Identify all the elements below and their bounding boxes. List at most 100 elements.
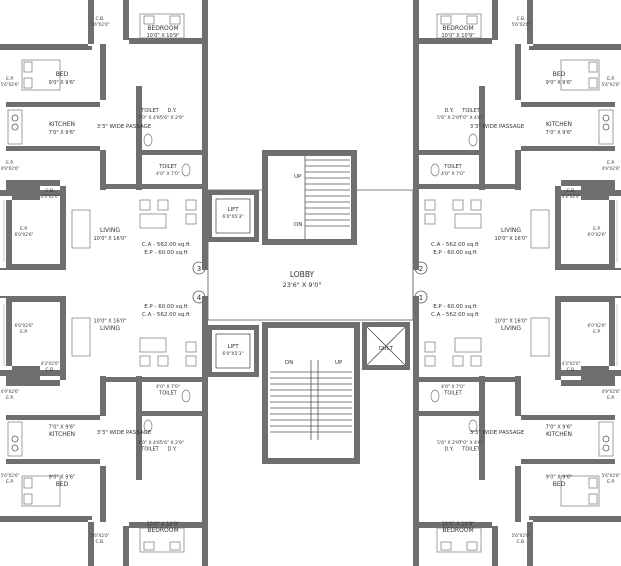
unit-1-marker: 1	[419, 294, 423, 302]
svg-text:C.B.: C.B.	[566, 367, 575, 373]
lift-lower-label: LIFT	[227, 344, 239, 350]
unit-4: BEDROOM 10'0" X 10'9" BED 9'0" X 9'6" KI…	[0, 296, 208, 566]
svg-text:5'6"X2'6": 5'6"X2'6"	[602, 82, 621, 87]
upper-stair: UP DN	[262, 150, 357, 245]
svg-text:D.Y.: D.Y.	[167, 447, 176, 453]
svg-text:6'0"X2'6": 6'0"X2'6"	[15, 323, 34, 328]
svg-text:E.P - 60.00 sq.ft: E.P - 60.00 sq.ft	[433, 304, 477, 310]
svg-text:E.P.: E.P.	[6, 479, 14, 485]
duct-label: DUCT	[379, 346, 394, 352]
stair-dn-label-lower: DN	[285, 360, 293, 366]
svg-text:E.P.: E.P.	[20, 329, 28, 335]
svg-text:5'6"X2'6": 5'6"X2'6"	[602, 473, 621, 478]
svg-text:BED: BED	[553, 481, 566, 488]
svg-text:E.P - 60.00 sq.ft: E.P - 60.00 sq.ft	[433, 250, 477, 256]
lift-upper-size: 6'0"X5'3"	[222, 214, 243, 220]
svg-text:7'0" X 9'6": 7'0" X 9'6"	[546, 130, 573, 136]
svg-text:5'6"X2'6": 5'6"X2'6"	[1, 473, 20, 478]
svg-text:9'0" X 9'6": 9'0" X 9'6"	[546, 475, 573, 481]
svg-text:C.B.: C.B.	[95, 539, 104, 545]
lower-stair-treads	[270, 360, 352, 440]
svg-text:E.P.: E.P.	[607, 395, 615, 401]
svg-text:3'3" WIDE PASSAGE: 3'3" WIDE PASSAGE	[470, 430, 525, 436]
svg-text:D.Y.: D.Y.	[444, 447, 453, 453]
svg-text:C.A - 562.00 sq.ft: C.A - 562.00 sq.ft	[142, 312, 191, 318]
svg-text:4'0" X 7'0": 4'0" X 7'0"	[441, 171, 465, 177]
svg-text:4'9"X2'6": 4'9"X2'6"	[1, 389, 20, 394]
svg-text:TOILET: TOILET	[158, 391, 177, 397]
svg-text:BED: BED	[553, 71, 566, 78]
svg-text:TOILET: TOILET	[443, 164, 462, 170]
svg-text:E.P.: E.P.	[593, 226, 601, 232]
svg-text:10'0" X 10'9": 10'0" X 10'9"	[441, 33, 474, 39]
svg-text:E.P.: E.P.	[607, 76, 615, 82]
svg-text:BEDROOM: BEDROOM	[442, 527, 473, 534]
svg-text:7'0" X 4'6": 7'0" X 4'6"	[459, 115, 483, 121]
core: UP DN DN UP LIFT 6'	[192, 150, 428, 464]
svg-text:LIVING: LIVING	[501, 325, 521, 332]
svg-text:C.B.: C.B.	[516, 539, 525, 545]
upper-stair-floor	[268, 156, 351, 239]
svg-text:C.B.: C.B.	[516, 16, 525, 22]
svg-text:10'0" X 16'0": 10'0" X 16'0"	[494, 319, 527, 325]
svg-text:7'0" X 9'6": 7'0" X 9'6"	[546, 425, 573, 431]
svg-text:4'3"X2'0": 4'3"X2'0"	[562, 194, 581, 199]
svg-text:5'6"X2'0": 5'6"X2'0"	[512, 22, 531, 27]
lobby-size: 23'6" X 9'0"	[283, 281, 322, 289]
svg-text:5'6"X2'0": 5'6"X2'0"	[512, 533, 531, 538]
svg-text:5'6" X 2'9": 5'6" X 2'9"	[437, 115, 461, 121]
svg-text:3'3" WIDE PASSAGE: 3'3" WIDE PASSAGE	[97, 430, 152, 436]
svg-text:5'6" X 2'9": 5'6" X 2'9"	[160, 440, 184, 446]
unit-3-marker: 3	[197, 265, 201, 273]
svg-text:E.P.: E.P.	[593, 329, 601, 335]
svg-text:6'0"X2'6": 6'0"X2'6"	[588, 232, 607, 237]
svg-text:5'6"X2'0": 5'6"X2'0"	[91, 533, 110, 538]
svg-text:4'0" X 7'0": 4'0" X 7'0"	[156, 384, 180, 390]
svg-text:TOILET: TOILET	[461, 108, 480, 114]
svg-text:4'3"X2'0": 4'3"X2'0"	[562, 361, 581, 366]
svg-text:E.P.: E.P.	[6, 395, 14, 401]
unit-3	[0, 0, 209, 271]
svg-text:4'0" X 7'0": 4'0" X 7'0"	[441, 384, 465, 390]
svg-text:10'0" X 16'0": 10'0" X 16'0"	[93, 319, 126, 325]
svg-text:KITCHEN: KITCHEN	[546, 121, 572, 128]
svg-text:9'0" X 9'6": 9'0" X 9'6"	[49, 475, 76, 481]
unit-2-marker: 2	[419, 265, 423, 273]
upper-stair-treads	[304, 156, 350, 239]
svg-text:C.B.: C.B.	[566, 188, 575, 194]
svg-text:7'0" X 4'6": 7'0" X 4'6"	[138, 440, 162, 446]
svg-text:10'0" X 10'9": 10'0" X 10'9"	[146, 522, 179, 528]
svg-text:BEDROOM: BEDROOM	[442, 25, 473, 32]
lift-lower-size: 6'0"X5'3"	[222, 351, 243, 357]
lift-upper-label: LIFT	[227, 207, 239, 213]
svg-text:10'0" X 16'0": 10'0" X 16'0"	[494, 236, 527, 242]
stair-dn-label: DN	[294, 222, 302, 228]
svg-text:3'3" WIDE PASSAGE: 3'3" WIDE PASSAGE	[470, 124, 525, 130]
svg-text:5'6" X 2'9": 5'6" X 2'9"	[437, 440, 461, 446]
stair-up-label-lower: UP	[335, 360, 343, 366]
svg-text:4'3"X2'0": 4'3"X2'0"	[41, 361, 60, 366]
svg-text:TOILET: TOILET	[443, 391, 462, 397]
svg-text:BED: BED	[56, 481, 69, 488]
svg-text:4'9"X2'6": 4'9"X2'6"	[602, 166, 621, 171]
svg-text:6'0"X2'6": 6'0"X2'6"	[588, 323, 607, 328]
svg-text:C.A - 562.00 sq.ft: C.A - 562.00 sq.ft	[431, 312, 480, 318]
duct: DUCT	[362, 322, 410, 370]
svg-text:KITCHEN: KITCHEN	[49, 431, 75, 438]
svg-text:LIVING: LIVING	[501, 227, 521, 234]
svg-text:LIVING: LIVING	[100, 325, 120, 332]
svg-text:C.A - 562.00 sq.ft: C.A - 562.00 sq.ft	[431, 242, 480, 248]
svg-text:E.P.: E.P.	[607, 160, 615, 166]
svg-text:C.B.: C.B.	[45, 367, 54, 373]
svg-text:7'0" X 4'6": 7'0" X 4'6"	[459, 440, 483, 446]
lift-upper: LIFT 6'0"X5'3"	[207, 190, 259, 242]
svg-text:4'9"X2'6": 4'9"X2'6"	[602, 389, 621, 394]
unit-2: BEDROOM 10'0" X 10'9" BED 9'0" X 9'6" KI…	[413, 0, 621, 270]
lift-lower: LIFT 6'0"X5'3"	[207, 325, 259, 377]
svg-text:TOILET: TOILET	[140, 447, 159, 453]
svg-text:KITCHEN: KITCHEN	[546, 431, 572, 438]
svg-text:10'0" X 10'9": 10'0" X 10'9"	[441, 522, 474, 528]
svg-text:BEDROOM: BEDROOM	[147, 527, 178, 534]
